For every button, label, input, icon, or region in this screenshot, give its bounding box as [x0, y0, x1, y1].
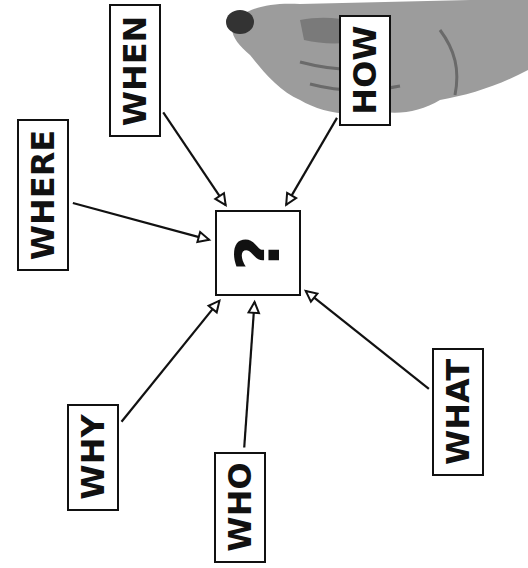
arrow-connector — [286, 118, 337, 205]
arrowhead — [215, 193, 225, 205]
arrowhead — [249, 302, 259, 313]
arrow-connector — [163, 112, 225, 205]
question-word-box: WHAT — [432, 348, 484, 476]
question-word-box: HOW — [339, 15, 391, 126]
arrowhead — [306, 291, 318, 302]
arrow-connector — [244, 302, 254, 448]
question-word-box: WHEN — [109, 4, 161, 137]
question-word-box: WHERE — [17, 119, 69, 271]
question-word: WHEN — [119, 15, 151, 126]
question-word: WHAT — [442, 359, 474, 465]
marker-tip — [226, 10, 254, 34]
question-box: ? — [215, 210, 301, 296]
question-mark: ? — [228, 236, 288, 271]
question-word: WHO — [224, 462, 256, 551]
arrow-connector — [73, 203, 209, 240]
arrowhead — [286, 193, 296, 205]
question-word-box: WHY — [67, 404, 119, 511]
question-word: HOW — [349, 25, 381, 114]
arrowhead — [209, 301, 220, 313]
arrow-connector — [122, 301, 220, 422]
question-word: WHERE — [27, 130, 59, 260]
arrowhead — [197, 232, 209, 242]
question-word-box: WHO — [214, 452, 266, 563]
arrow-connector — [306, 291, 429, 389]
question-word: WHY — [77, 414, 109, 499]
